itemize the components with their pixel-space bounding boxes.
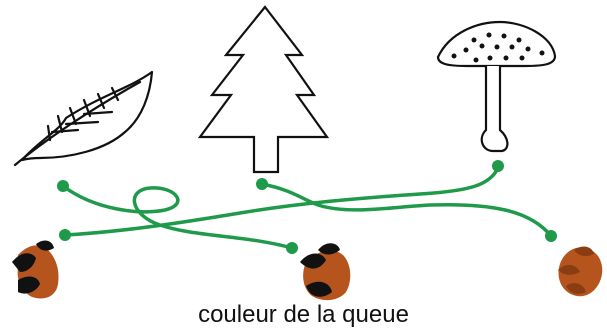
connection-dots	[57, 160, 557, 254]
tail-brown-right	[558, 246, 603, 297]
connection-lines	[61, 166, 553, 250]
dot-right-end	[545, 230, 557, 242]
dot-middle-end	[286, 242, 298, 254]
tail-brown-black-left	[12, 240, 59, 299]
tail-brown-black-middle	[300, 243, 351, 301]
dot-leaf-start	[57, 180, 69, 192]
dot-tree-start	[256, 178, 268, 190]
connection-line-leaf	[61, 184, 294, 250]
leaf-icon	[13, 70, 154, 167]
dot-mushroom-start	[492, 160, 504, 172]
caption: couleur de la queue	[198, 301, 409, 328]
connection-line-mushroom	[63, 166, 500, 237]
dot-left-end	[59, 229, 71, 241]
mushroom-icon	[436, 20, 557, 153]
fir-tree-icon	[197, 5, 330, 174]
connection-line-tree	[260, 182, 553, 238]
